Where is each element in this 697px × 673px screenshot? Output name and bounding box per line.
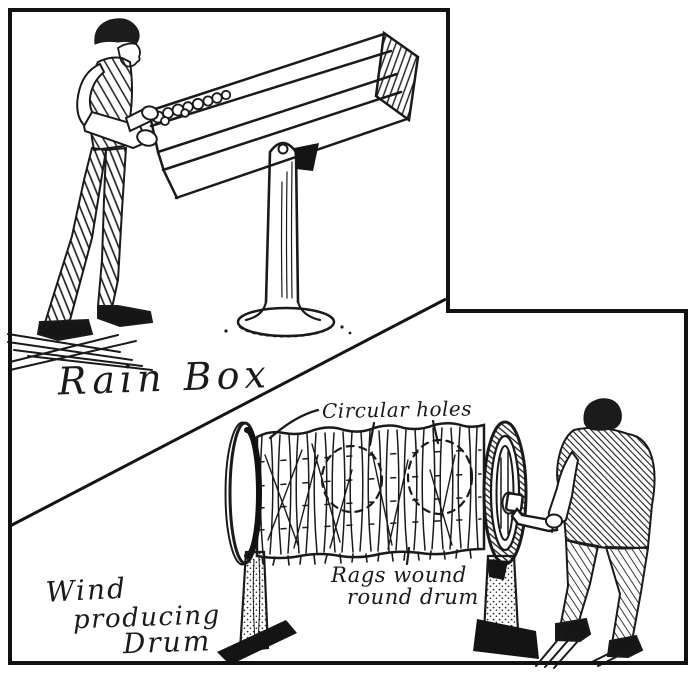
rain-box-trough [147,30,420,200]
circular-holes-label: Circular holes [322,396,472,423]
hand-lower [136,129,158,147]
pivot-bolt [277,143,289,155]
drum-body [255,422,486,566]
crank-hand [545,513,563,529]
back-shoe [97,305,154,328]
wind-drum-panel: Circular holes Rags wound round drum Win… [45,396,656,669]
left-shoe [555,617,592,643]
rags-leader-tick [405,546,411,566]
scene-divider [9,297,447,528]
trough-pedestal-shadow [294,143,319,171]
hand-upper [141,105,159,121]
circular-holes-leader [268,408,440,447]
crank-handle [505,492,559,533]
rags-label-line1: Rags wound [330,563,467,587]
drum-left-support [217,550,297,665]
front-shoe [36,318,94,342]
wind-drum-stagehand [535,398,656,669]
frame-border [8,8,688,665]
circular-hole-left [320,444,384,514]
rain-box-label: Rain Box [56,352,271,403]
rain-box-panel: Rain Box [7,18,420,404]
rain-box-stagehand [36,18,159,342]
rag-wrap-dashes [258,449,482,531]
wheel-base-shadow [487,559,508,580]
wind-drum-label-line1: Wind [45,572,128,609]
hair-cap [583,398,622,431]
right-support-foot [473,619,539,659]
left-support-foot [217,620,297,665]
drum-left-disc [224,421,262,566]
hair [94,18,140,45]
rags-label-line2: round drum [347,585,479,609]
floor-shadow-strokes [7,333,153,371]
circular-hole-right [406,438,474,516]
wind-drum-label-line3: Drum [121,624,212,660]
trough-end-face [374,30,420,123]
wind-drum-label-line2: producing [72,600,221,635]
drum-crank-wheel [482,420,528,566]
rain-box-pedestal [224,141,352,338]
feet-shadow-strokes [535,629,625,669]
